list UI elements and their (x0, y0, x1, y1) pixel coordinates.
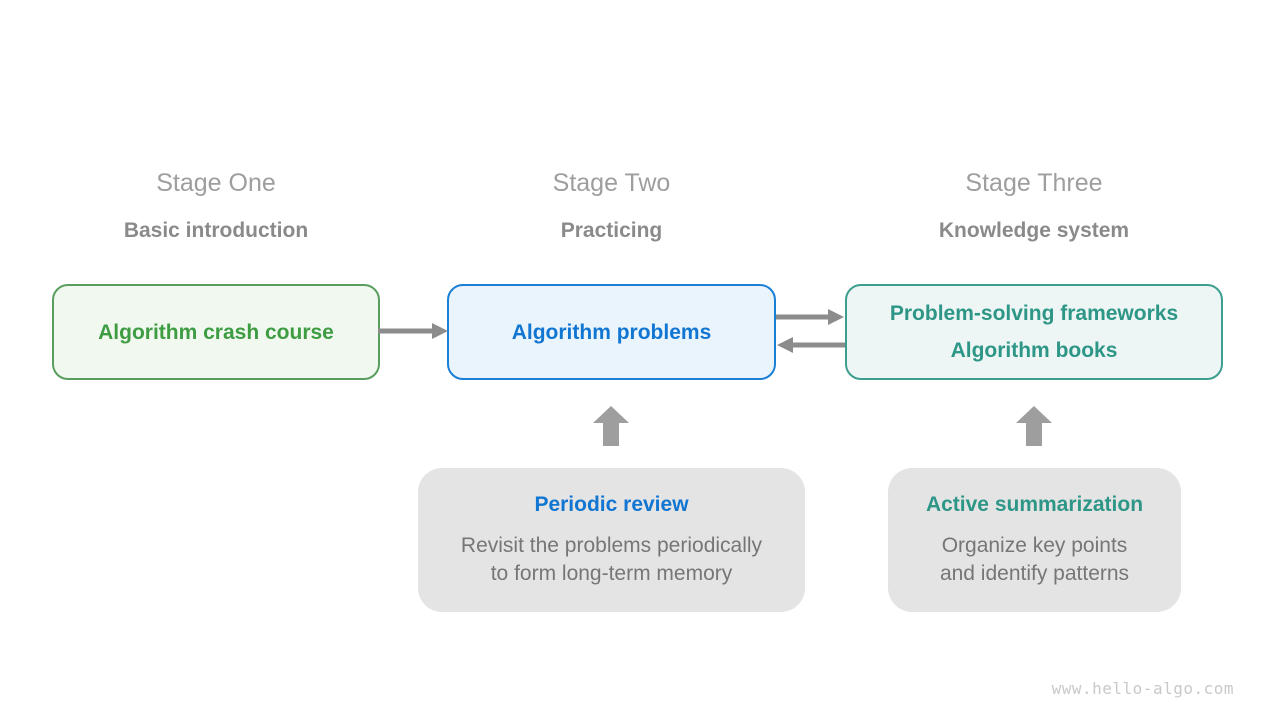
box-label: Algorithm problems (511, 320, 712, 344)
arrow-right-icon (378, 323, 448, 339)
arrow-up-icon (593, 406, 629, 446)
algorithm-crash-course-box: Algorithm crash course (52, 284, 380, 380)
algorithm-problems-box: Algorithm problems (447, 284, 776, 380)
box-label: Algorithm crash course (98, 320, 334, 344)
watermark: www.hello-algo.com (1051, 679, 1234, 698)
stage-two-title: Stage Two (552, 169, 671, 197)
stage-one-subtitle: Basic introduction (123, 219, 309, 242)
note-body-line: Organize key points (941, 534, 1128, 557)
box-label: Problem-solving frameworks (889, 302, 1179, 325)
box-label: Algorithm books (950, 339, 1118, 362)
stage-three-title: Stage Three (965, 169, 1103, 197)
knowledge-system-box: Problem-solving frameworks Algorithm boo… (845, 284, 1223, 380)
stage-two-subtitle: Practicing (560, 219, 663, 242)
note-body: Revisit the problems periodically to for… (418, 532, 805, 588)
note-title: Active summarization (925, 493, 1144, 516)
periodic-review-note: Periodic review Revisit the problems per… (418, 468, 805, 612)
note-body-line: Revisit the problems periodically (460, 534, 763, 557)
note-body: Organize key points and identify pattern… (888, 532, 1181, 588)
stage-one-title: Stage One (156, 169, 276, 197)
note-title: Periodic review (534, 493, 689, 516)
stage-three-subtitle: Knowledge system (938, 219, 1130, 242)
note-body-line: and identify patterns (939, 562, 1130, 585)
arrow-up-icon (1016, 406, 1052, 446)
note-body-line: to form long-term memory (490, 562, 733, 585)
active-summarization-note: Active summarization Organize key points… (888, 468, 1181, 612)
arrow-bidirectional-icon (776, 309, 845, 353)
